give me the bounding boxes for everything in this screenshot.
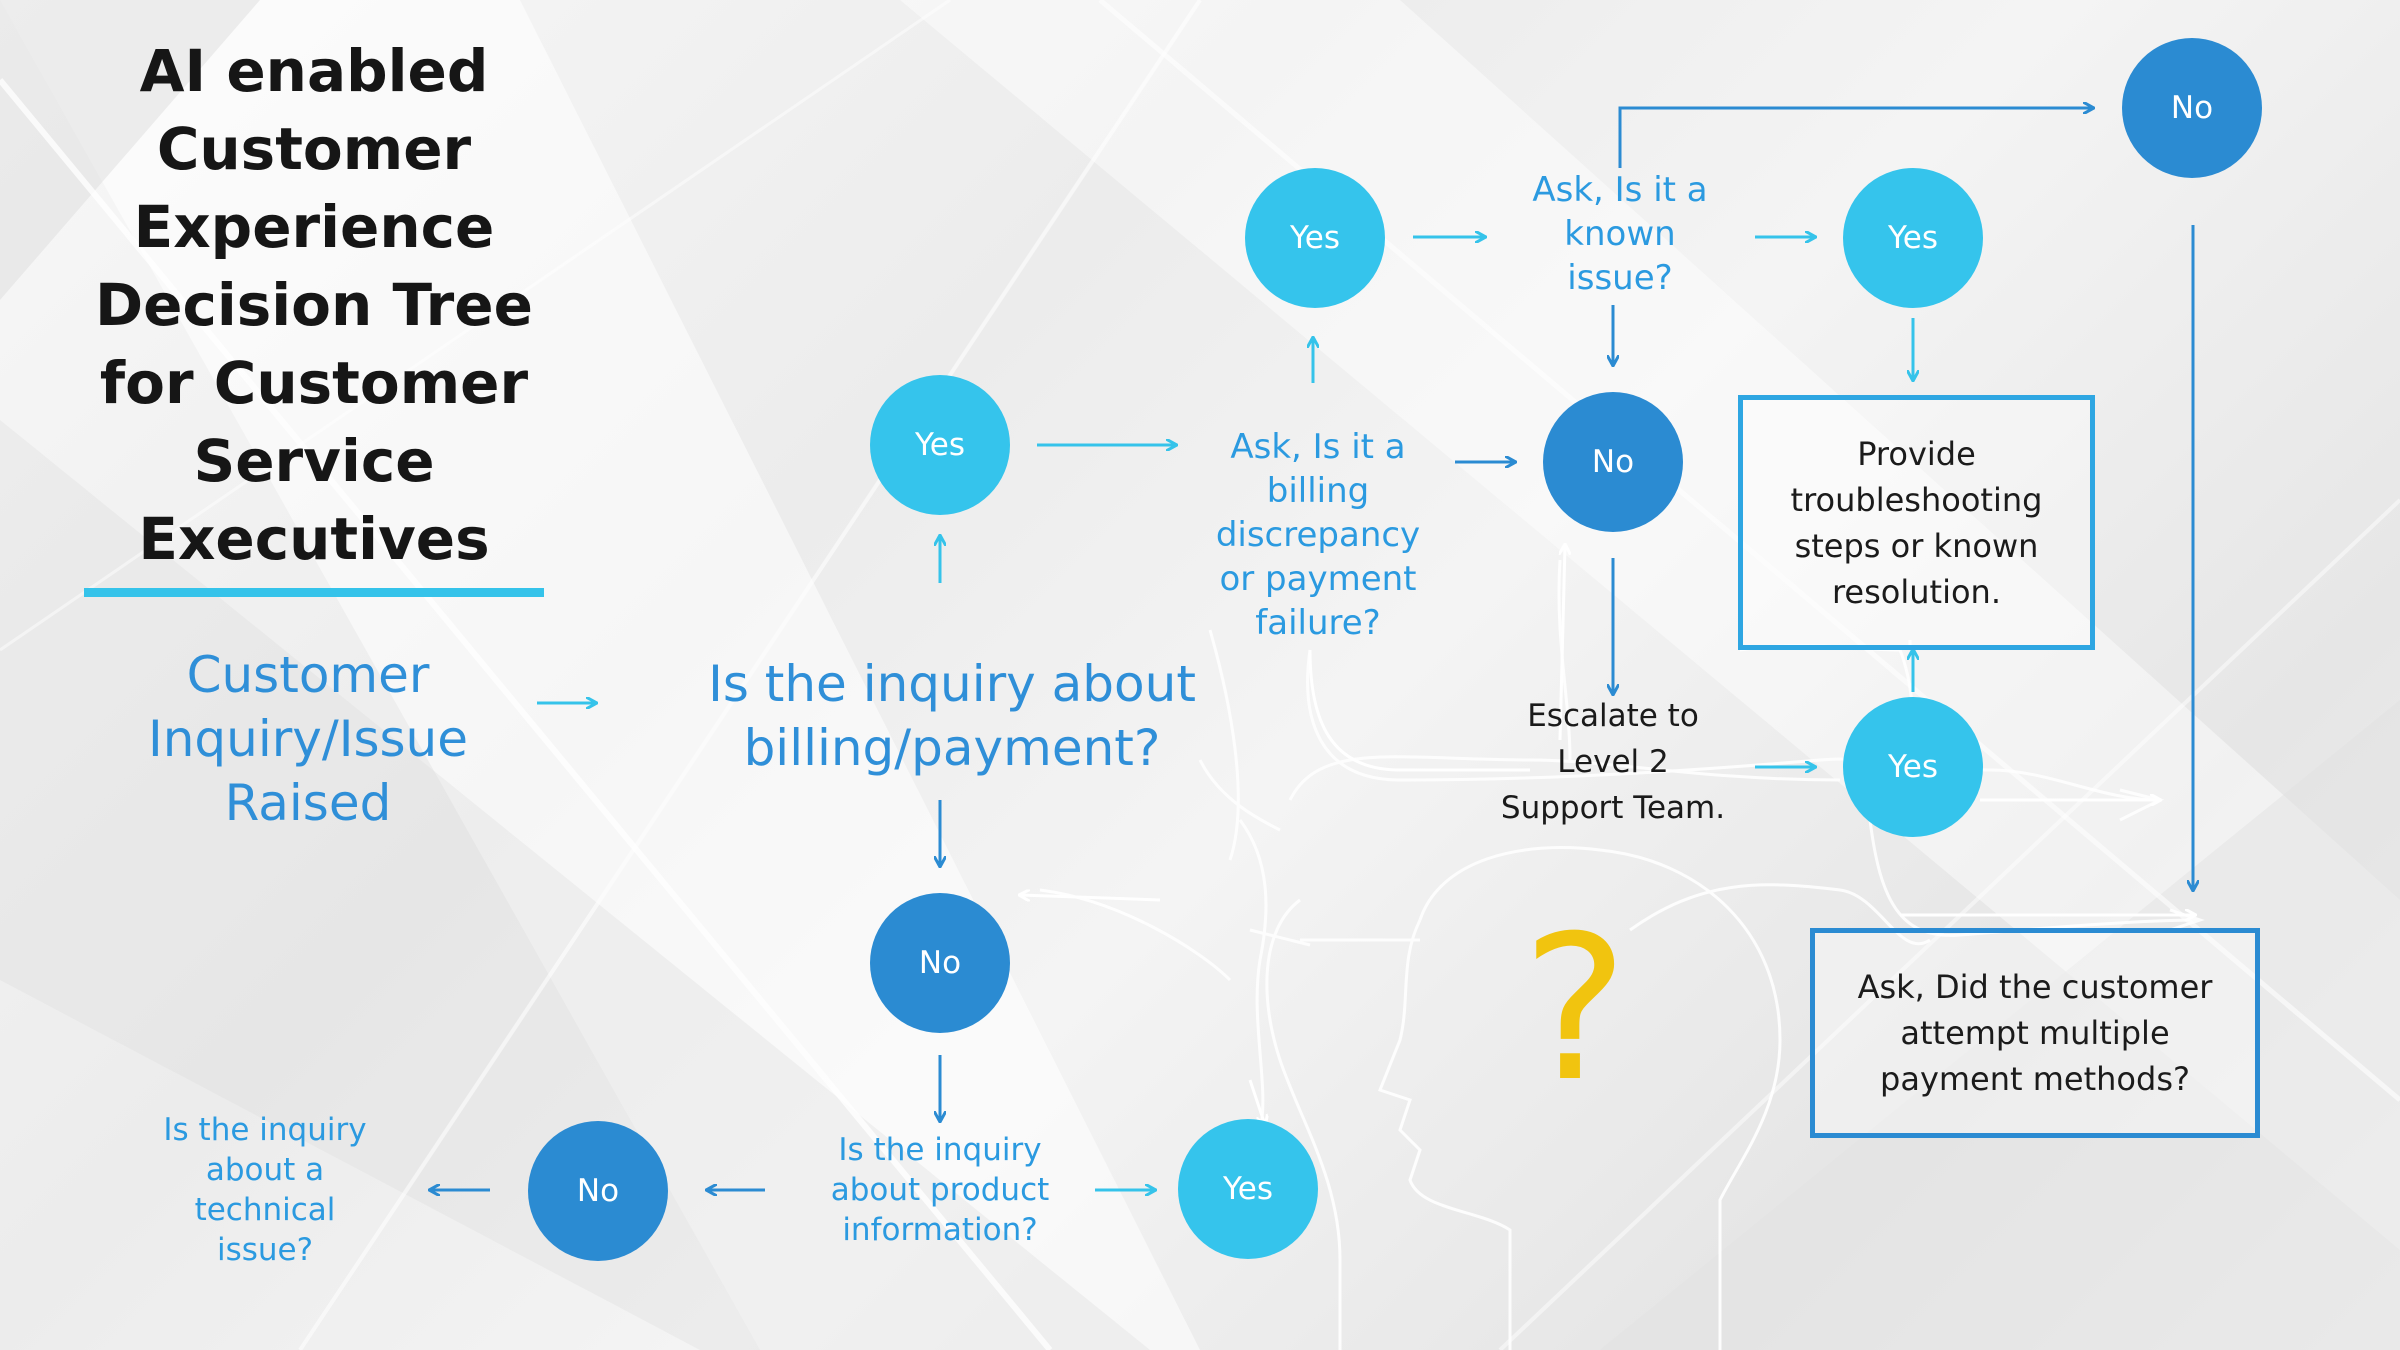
- question-billing: Is the inquiry about billing/payment?: [708, 655, 1196, 777]
- node-label: Yes: [1289, 220, 1341, 256]
- yes-node-billing[interactable]: Yes: [870, 375, 1010, 515]
- yes-node-product[interactable]: Yes: [1178, 1119, 1318, 1259]
- node-label: No: [1591, 444, 1635, 480]
- no-node-known-issue[interactable]: No: [2122, 38, 2262, 178]
- troubleshooting-box: Provide troubleshooting steps or known r…: [1738, 395, 2095, 650]
- escalate-label: Escalate to Level 2 Support Team.: [1500, 698, 1726, 826]
- node-label: Yes: [1222, 1171, 1274, 1207]
- question-billing-discrepancy: Ask, Is it a billing discrepancy or paym…: [1215, 427, 1421, 643]
- start-label: Customer Inquiry/Issue Raised: [147, 646, 469, 832]
- title-underline: [84, 588, 544, 597]
- node-label: No: [918, 945, 962, 981]
- payment-methods-box: Ask, Did the customer attempt multiple p…: [1810, 928, 2260, 1138]
- no-node-discrepancy[interactable]: No: [1543, 392, 1683, 532]
- node-label: No: [2170, 90, 2214, 126]
- question-known-issue: Ask, Is it a known issue?: [1532, 170, 1708, 298]
- node-label: Yes: [1887, 220, 1939, 256]
- node-label: No: [576, 1173, 620, 1209]
- node-label: Yes: [914, 427, 966, 463]
- no-node-billing[interactable]: No: [870, 893, 1010, 1033]
- yes-node-discrepancy[interactable]: Yes: [1245, 168, 1385, 308]
- page-title: AI enabled Customer Experience Decision …: [95, 37, 533, 573]
- question-mark-icon: ?: [1521, 893, 1629, 1126]
- yes-node-escalate[interactable]: Yes: [1843, 697, 1983, 837]
- question-technical-issue: Is the inquiry about a technical issue?: [163, 1112, 367, 1268]
- node-label: Yes: [1887, 749, 1939, 785]
- yes-node-known-issue[interactable]: Yes: [1843, 168, 1983, 308]
- question-product-info: Is the inquiry about product information…: [830, 1132, 1050, 1248]
- no-node-product[interactable]: No: [528, 1121, 668, 1261]
